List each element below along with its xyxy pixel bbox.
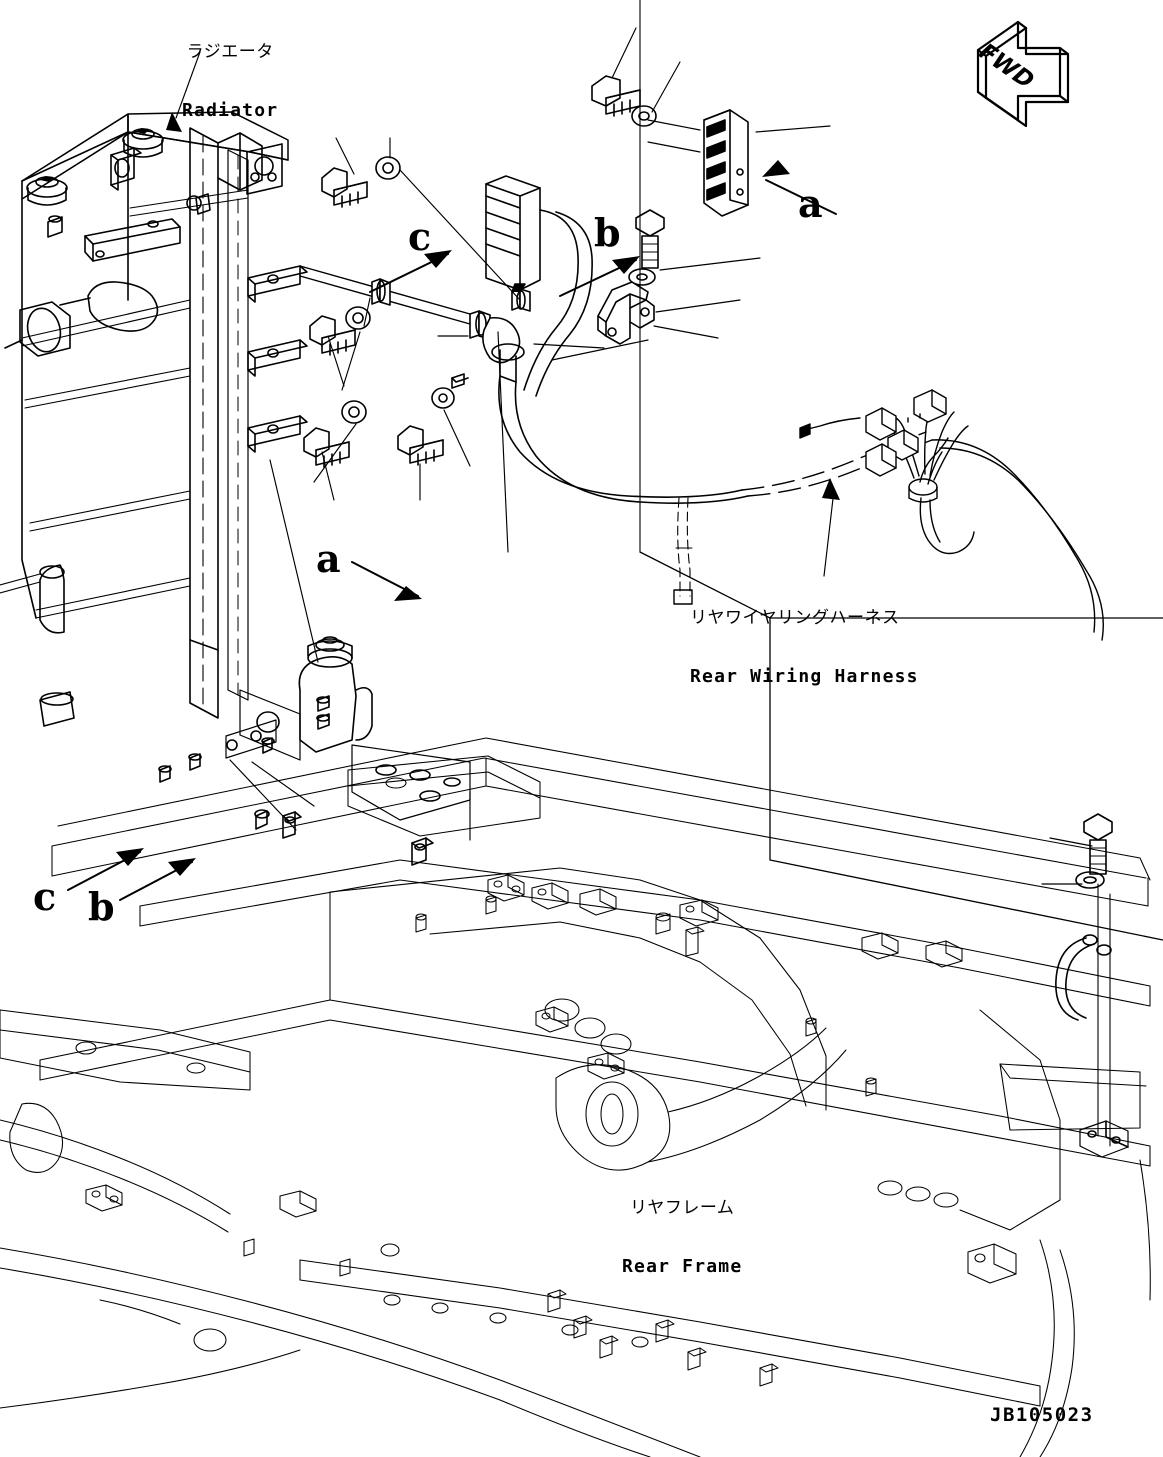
- label-radiator-en: Radiator: [182, 99, 279, 121]
- clamp-bracket-b: [597, 281, 655, 345]
- label-rear-wiring-harness-jp: リヤワイヤリングハーネス: [690, 607, 900, 628]
- label-rear-wiring-harness-en: Rear Wiring Harness: [690, 665, 919, 687]
- rear-frame: [0, 737, 1151, 1457]
- bolt: [303, 75, 665, 468]
- section-mark-a-top: a: [798, 181, 823, 226]
- section-mark-a-left: a: [316, 536, 341, 581]
- label-rear-frame-en: Rear Frame: [622, 1255, 743, 1277]
- hose-junction: [299, 175, 749, 504]
- label-rear-frame: リヤフレーム Rear Frame: [622, 1160, 742, 1296]
- label-radiator: ラジエータ Radiator: [182, 4, 278, 140]
- section-mark-c-top: c: [408, 214, 432, 259]
- leader-lines: [166, 27, 1093, 885]
- panel-edge: [639, 551, 1163, 941]
- connector-block: [799, 389, 975, 555]
- label-rear-frame-jp: リヤフレーム: [629, 1197, 735, 1218]
- fwd-arrow: [976, 20, 1070, 128]
- section-mark-b-bottom: b: [88, 884, 115, 929]
- section-arrows: [67, 160, 837, 901]
- label-rear-wiring-harness: リヤワイヤリングハーネス Rear Wiring Harness: [690, 570, 919, 706]
- clamp-bracket-a: [703, 109, 749, 217]
- pipe-clamp-assembly: [1055, 813, 1129, 1158]
- radiator-core: [0, 111, 308, 727]
- drawing-number: JB105023: [990, 1404, 1094, 1426]
- section-mark-c-bottom: c: [33, 874, 57, 919]
- section-mark-b-top: b: [594, 210, 621, 255]
- label-radiator-jp: ラジエータ: [186, 41, 274, 62]
